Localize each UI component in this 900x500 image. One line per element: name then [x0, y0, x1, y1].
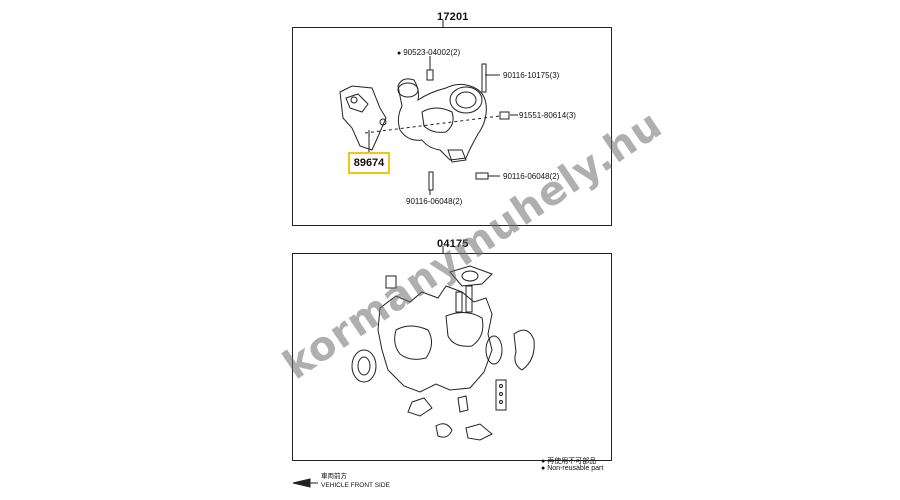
- part-label-90116-06048-right: 90116-06048(2): [503, 172, 560, 181]
- part-label-90116-10175: 90116-10175(3): [503, 71, 560, 80]
- legend-non-reusable-cn: 再使用不可部品: [541, 456, 596, 466]
- part-label-91551-80614: 91551-80614(3): [519, 111, 576, 120]
- assembly-title-04175: 04175: [437, 238, 469, 250]
- highlighted-part-89674[interactable]: 89674: [348, 152, 390, 174]
- assembly-title-17201: 17201: [437, 11, 469, 23]
- part-label-90116-06048-bottom: 90116-06048(2): [406, 197, 463, 206]
- part-label-90523-04002: 90523-04002(2): [397, 48, 460, 57]
- gasket-kit-frame: [292, 253, 612, 461]
- legend-non-reusable-en: Non-reusable part: [541, 465, 603, 472]
- front-side-label-cn: 車両前方: [321, 473, 347, 480]
- turbo-assembly-frame: [292, 27, 612, 226]
- front-side-label-en: VEHICLE FRONT SIDE: [321, 482, 390, 489]
